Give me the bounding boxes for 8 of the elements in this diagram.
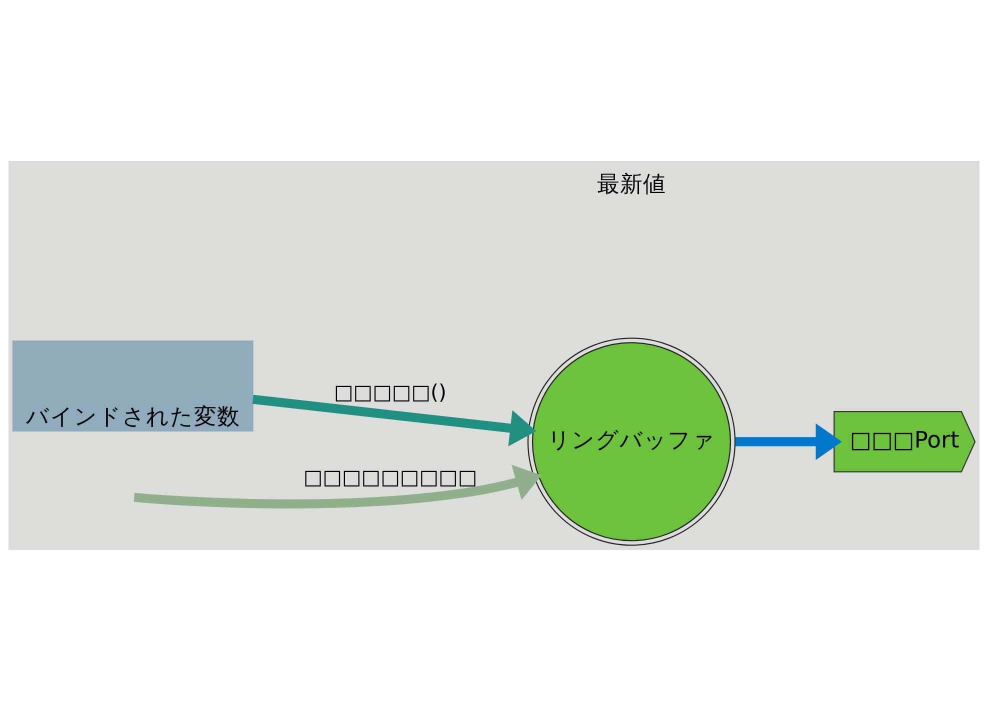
node-circle: リングバッファ: [527, 337, 736, 546]
arrow: [252, 394, 536, 446]
arrow: [134, 464, 542, 508]
edge-label: □□□□□(): [334, 379, 446, 404]
edge-label: □□□□□□□□□: [303, 464, 478, 489]
arrow: [735, 422, 842, 460]
label: 最新値: [597, 171, 666, 198]
node-box: バインドされた変数: [12, 340, 254, 431]
